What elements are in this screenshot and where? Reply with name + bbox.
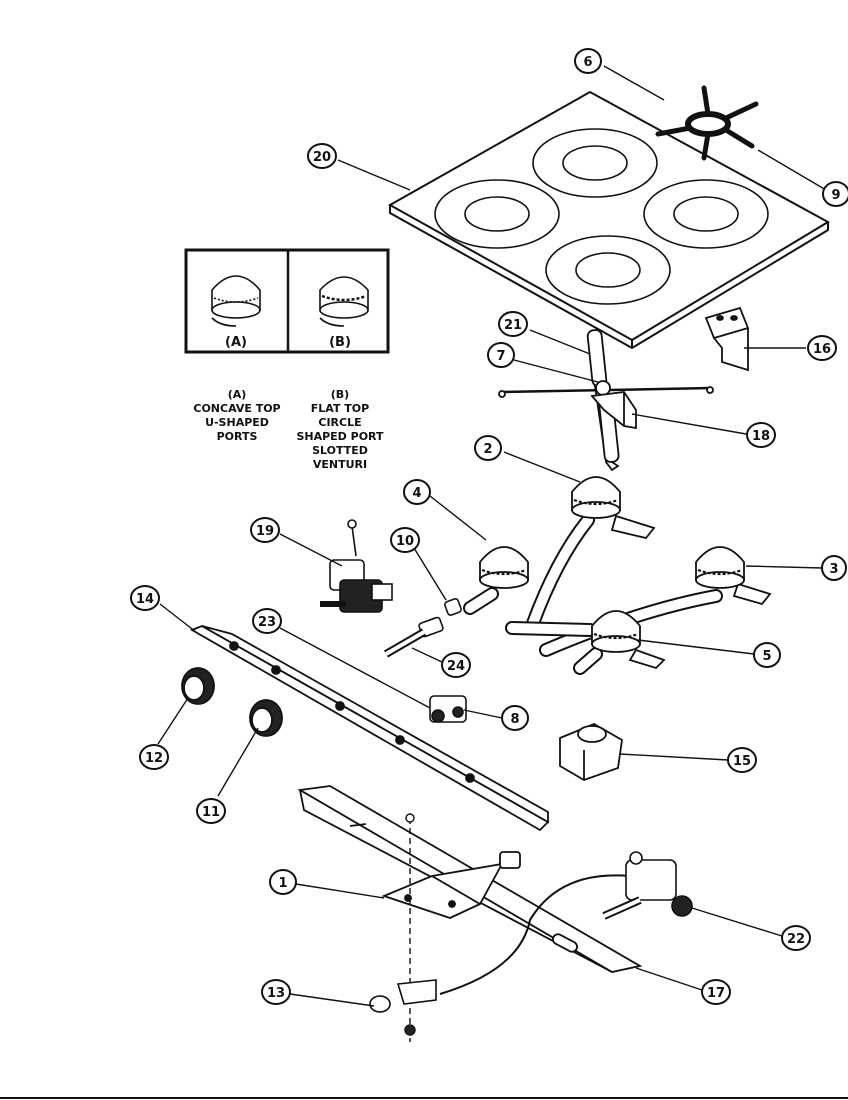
callout-12: 12 [139,744,169,770]
burner-3 [539,546,772,657]
callout-23-label: 23 [258,615,276,630]
callout-2-label: 2 [483,442,492,457]
legend-a-line3: PORTS [217,430,258,443]
callout-22: 22 [781,925,811,951]
callout-16-label: 16 [813,342,831,357]
callout-7-label: 7 [496,349,505,364]
bracket-16 [704,306,750,372]
callout-14-label: 14 [136,592,154,607]
callout-1: 1 [269,869,297,895]
callout-7: 7 [487,342,515,368]
cooktop-panel [387,90,831,350]
legend-a-letter: (A) [228,388,247,401]
port-style-inset: (A) (B) [184,248,390,354]
orifice-10-24 [383,598,462,658]
callout-13: 13 [261,979,291,1005]
burner-5 [505,610,666,675]
callout-17-label: 17 [707,986,725,1001]
legend-a-line2: U-SHAPED [205,416,269,429]
callout-6-label: 6 [583,55,592,70]
callout-11-label: 11 [202,805,220,820]
igniter-13 [369,874,631,1013]
control-panel-14 [189,625,550,832]
callout-22-label: 22 [787,932,805,947]
valve-8 [429,695,467,723]
callout-15: 15 [727,747,757,773]
callout-11: 11 [196,798,226,824]
burner-support-cross [498,329,714,472]
callout-12-label: 12 [145,751,163,766]
burner-2 [525,476,656,633]
callout-14: 14 [130,585,160,611]
callout-10: 10 [390,527,420,553]
callout-21-label: 21 [504,318,522,333]
callout-8-label: 8 [510,712,519,727]
cap-a-illustration [211,275,261,327]
callout-8: 8 [501,705,529,731]
legend-b-line3: SHAPED PORT [296,430,384,443]
knob-11 [249,699,283,737]
legend-b-line5: VENTURI [313,458,367,471]
callout-13-label: 13 [267,986,285,1001]
callout-24-label: 24 [447,659,465,674]
callout-6: 6 [574,48,602,74]
callout-1-label: 1 [278,876,287,891]
callout-4: 4 [403,479,431,505]
callout-18-label: 18 [752,429,770,444]
callout-24: 24 [441,652,471,678]
callout-15-label: 15 [733,754,751,769]
legend-a-line1: CONCAVE TOP [193,402,280,415]
legend-b-line4: SLOTTED [312,444,368,457]
callout-17: 17 [701,979,731,1005]
callout-4-label: 4 [412,486,421,501]
callout-2: 2 [474,435,502,461]
callout-19: 19 [250,517,280,543]
valve-22 [602,851,693,920]
valve-19 [320,519,393,613]
legend-b: (B) FLAT TOP CIRCLE SHAPED PORT SLOTTED … [296,388,384,471]
callout-20-label: 20 [313,150,331,165]
burner-4 [463,546,529,615]
burner-grate [655,85,759,161]
callout-3-label: 3 [829,562,838,577]
callout-19-label: 19 [256,524,274,539]
callout-21: 21 [498,311,528,337]
legend-b-line1: FLAT TOP [311,402,369,415]
inset-label-a: (A) [225,335,247,350]
callout-18: 18 [746,422,776,448]
callouts: 6 9 20 16 21 7 18 2 4 3 19 10 5 14 23 24… [130,48,848,1005]
callout-3: 3 [821,555,847,581]
callout-16: 16 [807,335,837,361]
inset-label-b: (B) [329,335,351,350]
knob-12 [181,667,215,705]
mounting-screw-line [404,813,416,1042]
regulator-15 [559,723,623,781]
legend-b-line2: CIRCLE [318,416,361,429]
callout-9-label: 9 [831,188,840,203]
legend-a: (A) CONCAVE TOP U-SHAPED PORTS [193,388,280,443]
callout-5-label: 5 [762,649,771,664]
leader-lines [157,65,827,1007]
callout-23: 23 [252,608,282,634]
callout-9: 9 [822,181,848,207]
legend-b-letter: (B) [331,388,349,401]
callout-20: 20 [307,143,337,169]
callout-5: 5 [753,642,781,668]
burner-openings [434,128,769,305]
callout-10-label: 10 [396,534,414,549]
cap-b-illustration [319,276,369,327]
